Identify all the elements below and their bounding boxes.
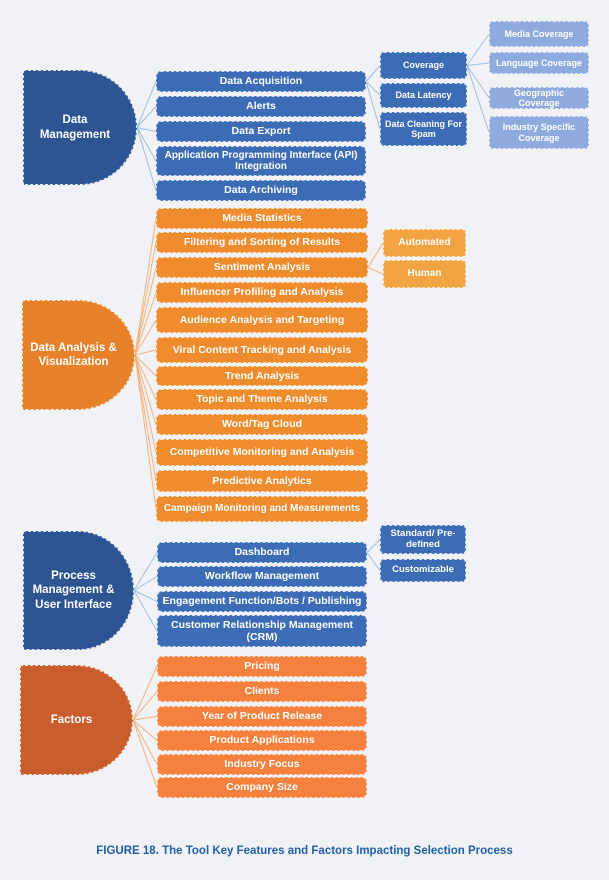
node-sentiment-analysis: Sentiment Analysis — [156, 257, 368, 278]
node-workflow-management: Workflow Management — [157, 566, 367, 587]
node-coverage: Coverage — [380, 52, 467, 79]
figure-caption: FIGURE 18. The Tool Key Features and Fac… — [96, 845, 513, 857]
node-influencer-profiling: Influencer Profiling and Analysis — [156, 282, 368, 303]
node-predictive-analytics: Predictive Analytics — [156, 470, 368, 492]
node-filtering-sorting: Filtering and Sorting of Results — [156, 232, 368, 253]
node-api-integration: Application Programming Interface (API) … — [156, 146, 366, 176]
node-data-archiving: Data Archiving — [156, 180, 366, 201]
node-language-coverage: Language Coverage — [489, 52, 589, 74]
node-media-coverage: Media Coverage — [489, 21, 589, 47]
node-topic-theme-analysis: Topic and Theme Analysis — [156, 389, 368, 410]
shape-factors: Factors — [20, 665, 133, 775]
node-clients: Clients — [157, 681, 367, 702]
node-dashboard: Dashboard — [157, 542, 367, 563]
node-crm: Customer Relationship Management (CRM) — [157, 615, 367, 647]
node-media-statistics: Media Statistics — [156, 208, 368, 229]
node-product-applications: Product Applications — [157, 730, 367, 751]
node-trend-analysis: Trend Analysis — [156, 366, 368, 386]
node-industry-focus: Industry Focus — [157, 754, 367, 775]
node-alerts: Alerts — [156, 96, 366, 117]
node-human: Human — [383, 260, 466, 288]
node-data-acquisition: Data Acquisition — [156, 71, 366, 92]
shape-data-management: Data Management — [23, 70, 137, 185]
shape-process-management-user-interface: Process Management & User Interface — [23, 531, 134, 650]
node-data-cleaning-for-spam: Data Cleaning For Spam — [380, 112, 467, 146]
node-standard-predefined: Standard/ Pre-defined — [380, 525, 466, 554]
node-data-export: Data Export — [156, 121, 366, 142]
node-automated: Automated — [383, 229, 466, 257]
node-audience-analysis: Audience Analysis and Targeting — [156, 307, 368, 333]
node-engagement-function: Engagement Function/Bots / Publishing — [157, 591, 367, 612]
node-pricing: Pricing — [157, 656, 367, 677]
shape-data-analysis-visualization: Data Analysis & Visualization — [22, 300, 135, 410]
node-campaign-monitoring: Campaign Monitoring and Measurements — [156, 496, 368, 522]
node-word-tag-cloud: Word/Tag Cloud — [156, 414, 368, 435]
node-year-of-product-release: Year of Product Release — [157, 706, 367, 727]
node-industry-specific-coverage: Industry Specific Coverage — [489, 116, 589, 149]
node-competitive-monitoring: Competitive Monitoring and Analysis — [156, 439, 368, 466]
node-viral-content-tracking: Viral Content Tracking and Analysis — [156, 337, 368, 363]
node-data-latency: Data Latency — [380, 83, 467, 108]
node-geographic-coverage: Geographic Coverage — [489, 87, 589, 109]
node-customizable: Customizable — [380, 559, 466, 582]
node-company-size: Company Size — [157, 777, 367, 798]
